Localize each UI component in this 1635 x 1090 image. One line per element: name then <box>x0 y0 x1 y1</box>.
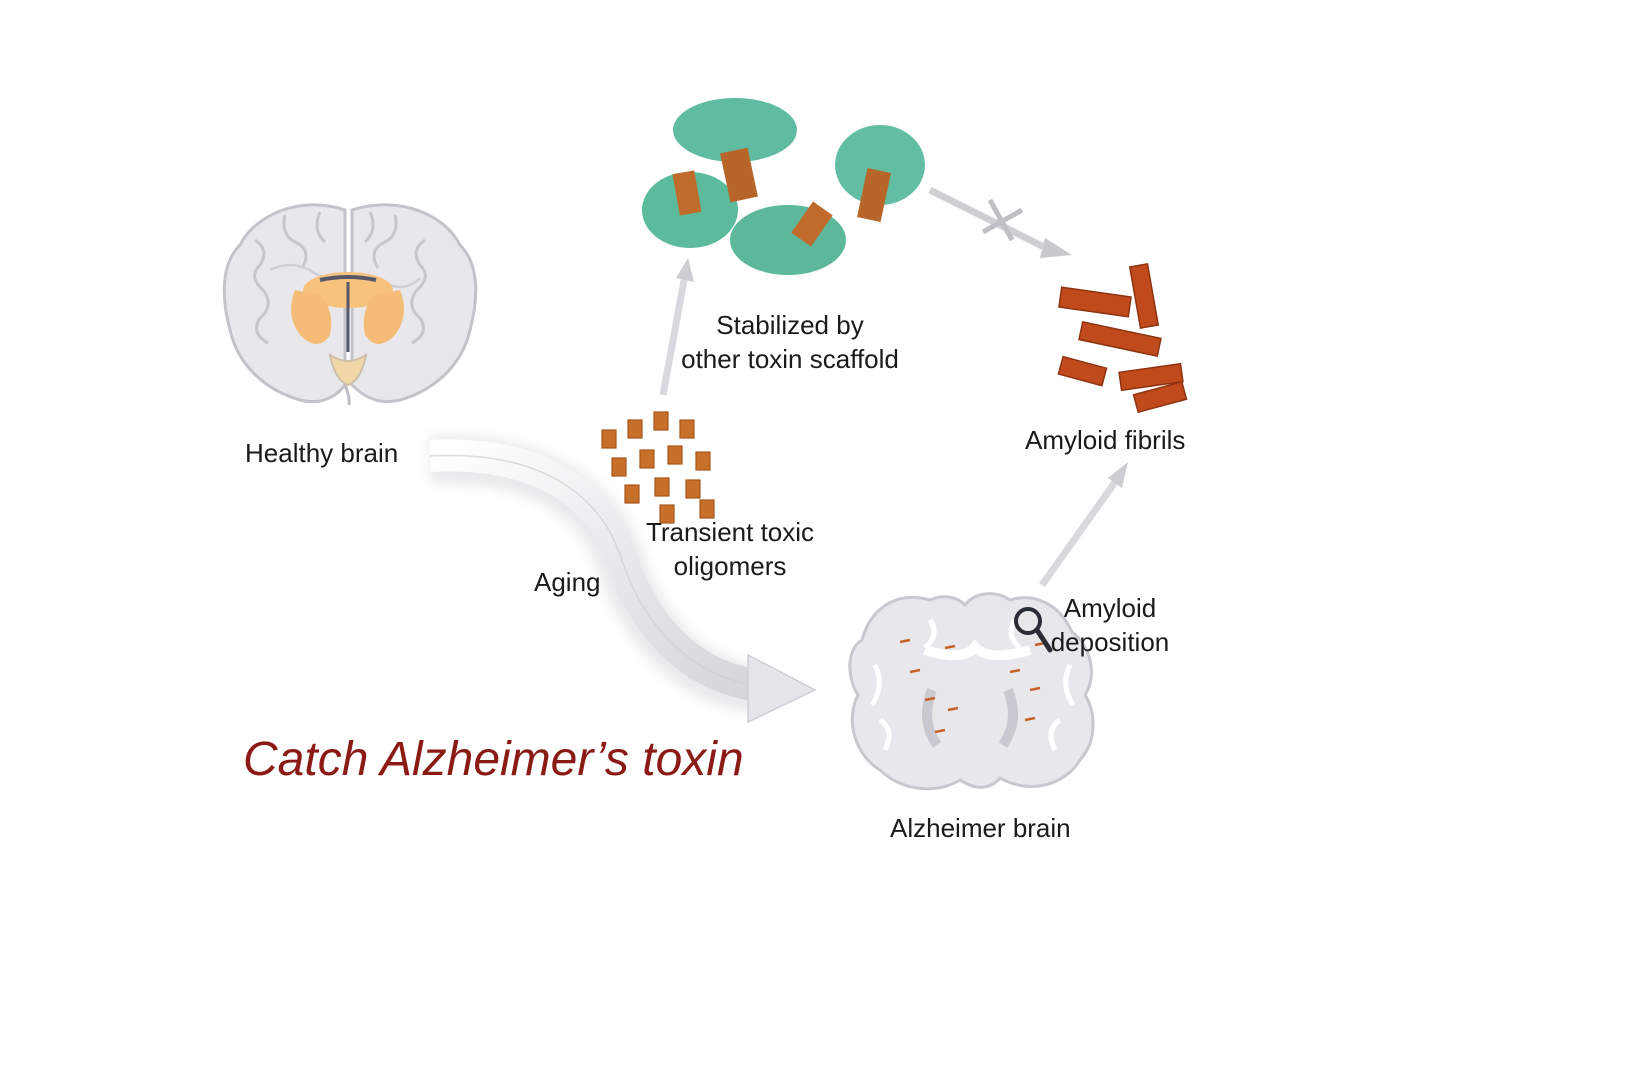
arrow-to-stabilized <box>659 258 694 396</box>
oligomers-label-line-1: Transient toxic <box>645 517 815 547</box>
arrow-to-fibrils <box>1039 462 1128 588</box>
deposition-label: Amyloid deposition <box>1040 591 1180 659</box>
blocked-arrow <box>928 186 1072 258</box>
aging-label: Aging <box>534 567 601 597</box>
alzheimer-brain-icon <box>848 592 1095 791</box>
fibrils-label: Amyloid fibrils <box>1025 425 1186 455</box>
stabilized-label-line-1: Stabilized by <box>716 310 864 340</box>
page-title: Catch Alzheimer’s toxin <box>243 733 744 786</box>
deposition-label-line-2: deposition <box>1050 627 1170 657</box>
aging-arrow <box>428 435 817 724</box>
deposition-label-line-1: Amyloid <box>1063 593 1157 623</box>
oligomers-label: Transient toxic oligomers <box>625 515 835 583</box>
oligomers-label-line-2: oligomers <box>673 551 787 581</box>
oligomers-icon <box>601 411 715 524</box>
stabilized-label-line-2: other toxin scaffold <box>681 344 899 374</box>
scaffold-icon <box>642 98 925 275</box>
alzheimer-brain-label: Alzheimer brain <box>890 813 1071 843</box>
fibrils-icon <box>1057 263 1188 414</box>
stabilized-label: Stabilized by other toxin scaffold <box>665 308 915 376</box>
healthy-brain-label: Healthy brain <box>245 438 399 468</box>
healthy-brain-icon <box>222 203 478 406</box>
